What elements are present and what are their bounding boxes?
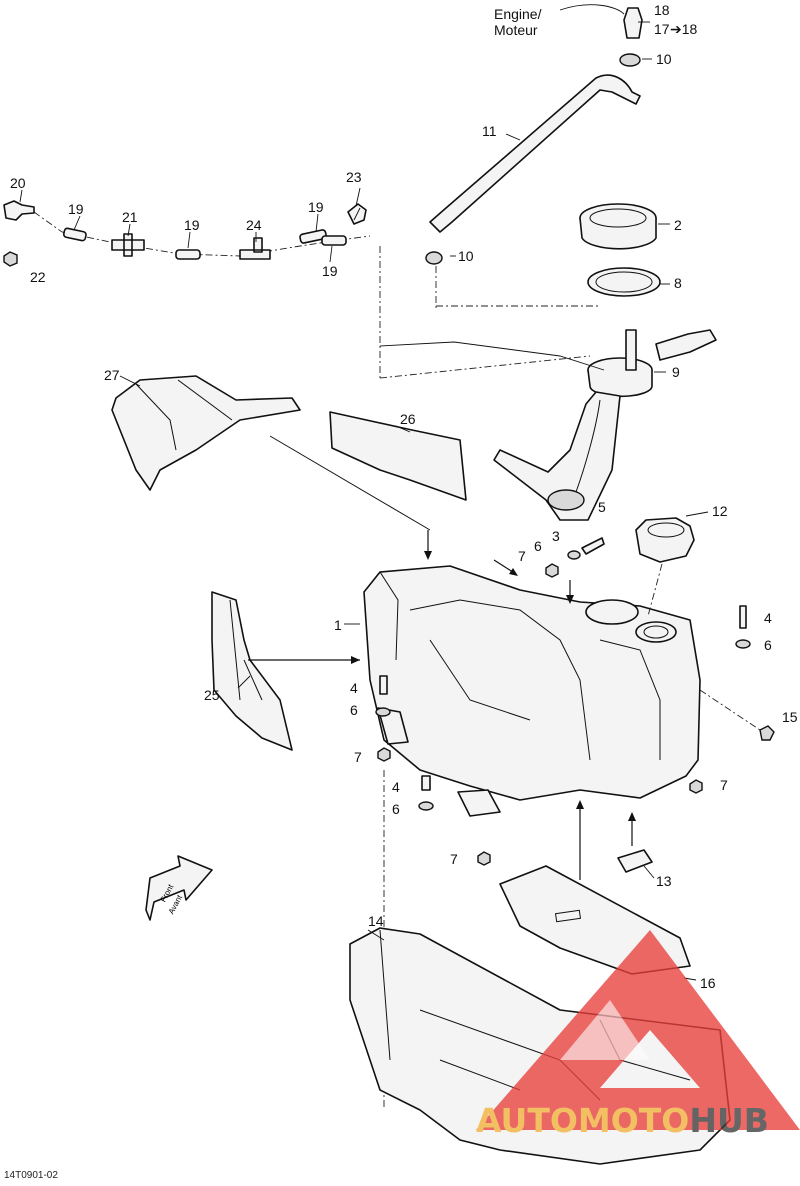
label-11: 11 [482,123,497,139]
heat-shield-26 [329,411,467,501]
heat-shield-25 [211,591,293,751]
vent-line-group [3,187,371,267]
label-17-arrow-18: ➔18 [670,21,698,37]
clamp-10-top [619,53,641,67]
label-5: 5 [598,499,606,515]
heat-shield-27 [111,375,301,491]
nut-7-right [689,779,703,794]
watermark-logo-mark [476,930,800,1130]
leader-lines [19,21,709,981]
tank-filler-neck [635,621,677,643]
bolt-3 [581,537,605,555]
nut-7-left [377,747,391,762]
nut-7-center [477,851,491,866]
label-19-a: 19 [68,201,84,217]
label-4-right: 4 [764,610,772,626]
watermark-text: AUTOMOTOHUB [476,1101,769,1140]
label-8: 8 [674,275,682,291]
label-4-center: 4 [392,779,400,795]
front-direction-arrow: Front Avant [145,855,213,921]
label-7-center: 7 [450,851,458,867]
clamp-19c [299,229,327,244]
assembly-arrows [248,341,636,880]
washer-6-top [567,550,581,560]
tee-24 [239,237,271,260]
label-27: 27 [104,367,120,383]
label-7-left: 7 [354,749,362,765]
pump-body-5 [493,391,621,521]
part-labels: Engine/ Moteur 18 17 ➔18 10 11 2 10 8 9 … [10,2,798,991]
washer-6-center [418,801,434,811]
vent-tube-11 [429,74,641,233]
clamp-19b [175,249,201,260]
label-7-right: 7 [720,777,728,793]
watermark-prefix: AUTO [476,1101,578,1140]
elbow-fitting-20 [3,200,35,221]
clamp-19d [321,235,347,246]
label-24: 24 [246,217,262,233]
automotohub-watermark: AUTOMOTOHUB [476,930,800,1140]
label-26: 26 [400,411,416,427]
nut-22 [3,251,18,267]
fuel-tank-group [363,517,701,817]
label-10-bottom: 10 [458,248,474,264]
label-25: 25 [204,687,220,703]
label-22: 22 [30,269,46,285]
clamp-10-bottom [425,251,443,265]
watermark-suffix: HUB [689,1101,769,1140]
label-3: 3 [552,528,560,544]
pump-connector [655,329,717,361]
label-10-top: 10 [656,51,672,67]
label-12: 12 [712,503,728,519]
label-21: 21 [122,209,138,225]
pad-13 [617,849,653,873]
hardware-group [375,537,775,1110]
label-7-top: 7 [518,548,526,564]
label-4-left: 4 [350,680,358,696]
label-14: 14 [368,913,384,929]
label-6-right: 6 [764,637,772,653]
label-15: 15 [782,709,798,725]
fuel-tank-1 [363,565,701,801]
clamp-19a [62,227,87,242]
engine-label-line2: Moteur [494,22,538,38]
label-1: 1 [334,617,342,633]
connector-21 [111,233,145,257]
label-18: 18 [654,2,670,18]
bolt-4-left [379,675,388,695]
vent-tube-group [425,4,643,310]
heat-shields [111,375,467,751]
label-9: 9 [672,364,680,380]
nut-7-top [545,563,559,578]
pump-ring-group [436,203,661,307]
label-6-top: 6 [534,538,542,554]
label-17: 17 [654,21,670,37]
label-6-left: 6 [350,702,358,718]
screw-15 [759,725,775,741]
watermark-middle: MOTO [578,1101,689,1140]
label-20: 20 [10,175,26,191]
washer-6-left [375,707,391,717]
engine-label-line1: Engine/ [494,6,542,22]
fuel-cap-12 [635,517,695,563]
label-16: 16 [700,975,716,991]
label-23: 23 [346,169,362,185]
fitting-18 [623,7,643,39]
label-19-d: 19 [322,263,338,279]
bolt-4-center [421,775,431,791]
washer-6-right [735,639,751,649]
reference-code: 14T0901-02 [4,1170,58,1181]
label-19-c: 19 [308,199,324,215]
label-19-b: 19 [184,217,200,233]
label-2: 2 [674,217,682,233]
tank-filler-opening [585,599,639,625]
bolt-4-right [739,605,747,629]
fuel-pump-group [379,246,717,521]
label-6-center: 6 [392,801,400,817]
gasket-8 [587,267,661,297]
label-13: 13 [656,873,672,889]
